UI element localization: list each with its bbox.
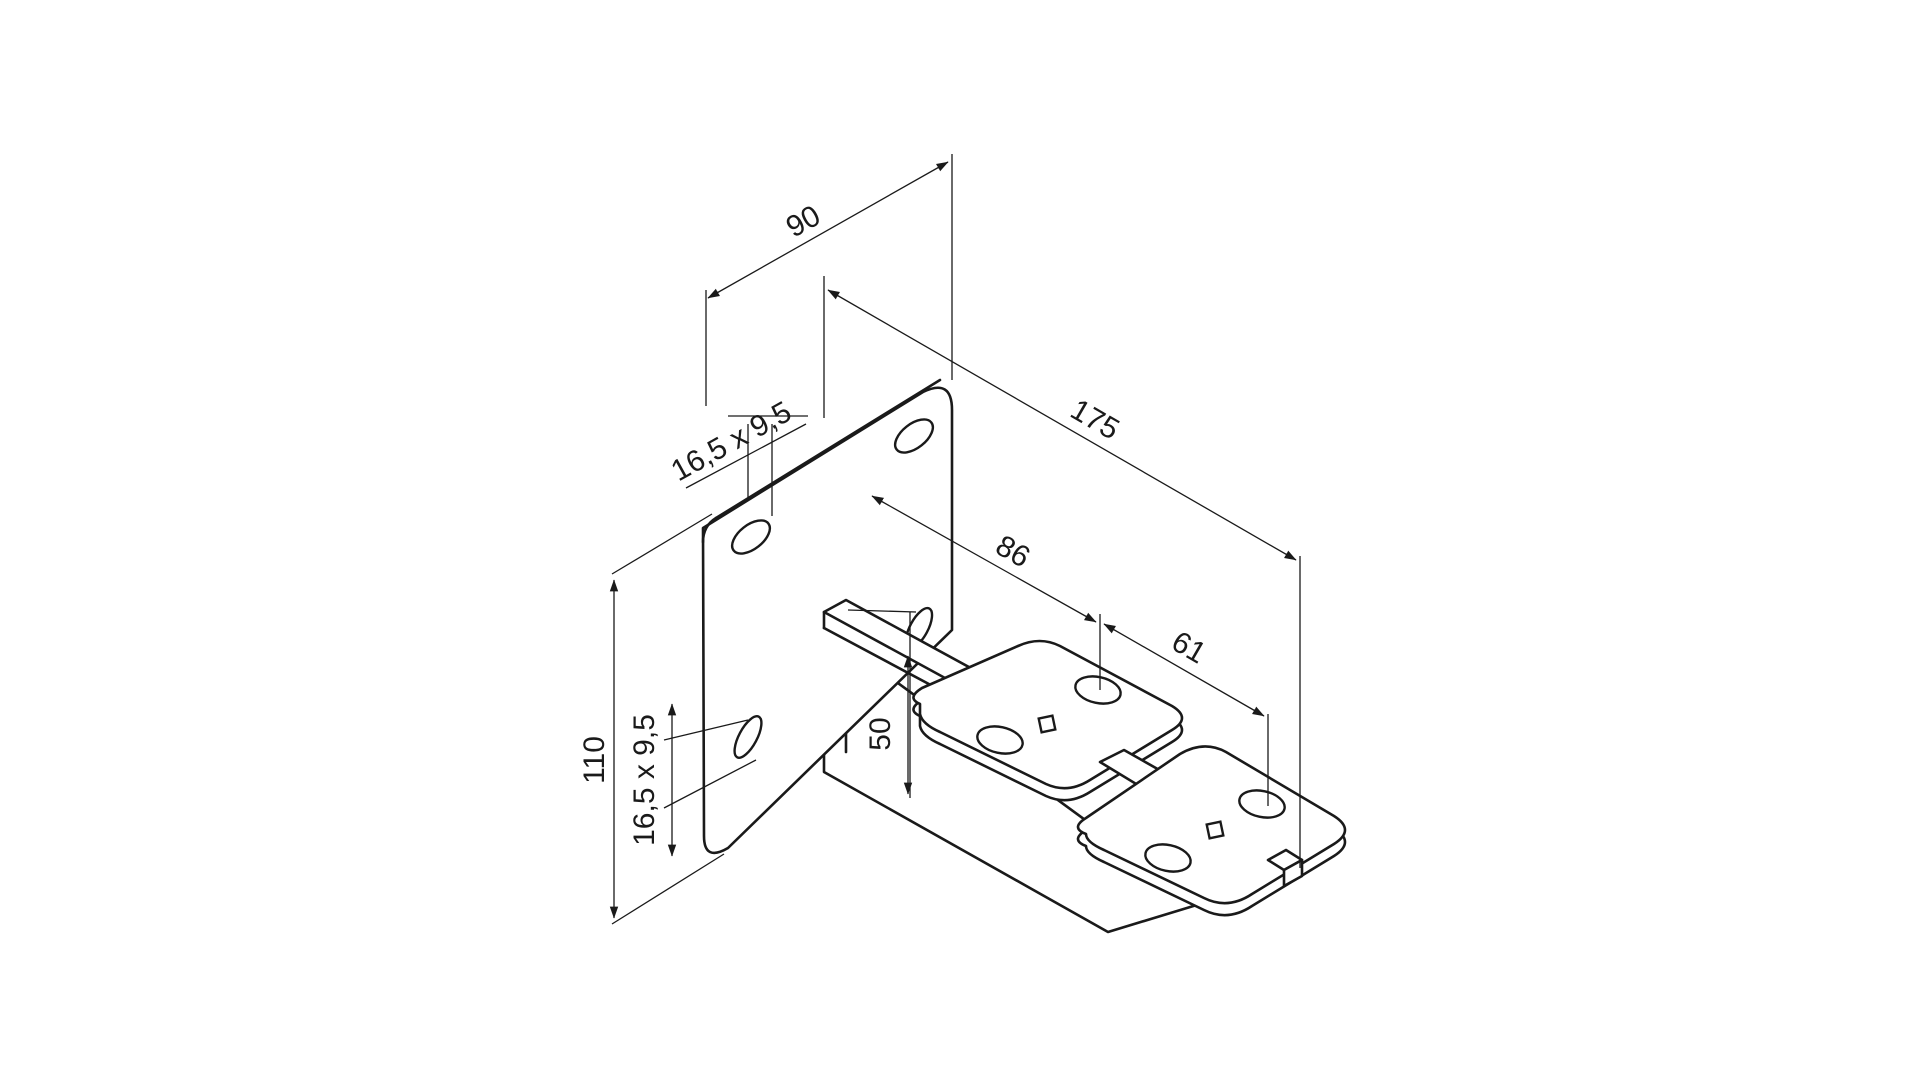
base2-square-hole: [1205, 820, 1225, 840]
base2-slot-front: [1144, 843, 1192, 873]
label-slot-side: 16,5 x 9,5: [628, 714, 661, 846]
base-plate-2: [1076, 745, 1347, 917]
base1-slot-front: [976, 725, 1024, 755]
dim-line-width-top: [707, 161, 949, 299]
label-height-total: 110: [578, 736, 611, 784]
dimension-lines: [609, 154, 1301, 925]
base1-square-hole: [1037, 714, 1057, 734]
dim-line-depth-total: [827, 289, 1297, 561]
dim-line-depth-outer: [1103, 623, 1265, 717]
base2-slot-rear: [1238, 789, 1286, 819]
wall-slot-top-left: [730, 519, 772, 555]
label-depth-inner: 86: [990, 529, 1035, 574]
label-depth-total: 175: [1065, 393, 1125, 447]
label-width-top: 90: [781, 199, 826, 244]
label-height-rib: 50: [864, 717, 897, 750]
dim-line-depth-inner: [871, 495, 1097, 623]
wall-slot-bottom-left: [733, 715, 763, 759]
label-slot-top: 16,5 x 9,5: [666, 395, 797, 488]
bracket-part: [701, 378, 1347, 934]
